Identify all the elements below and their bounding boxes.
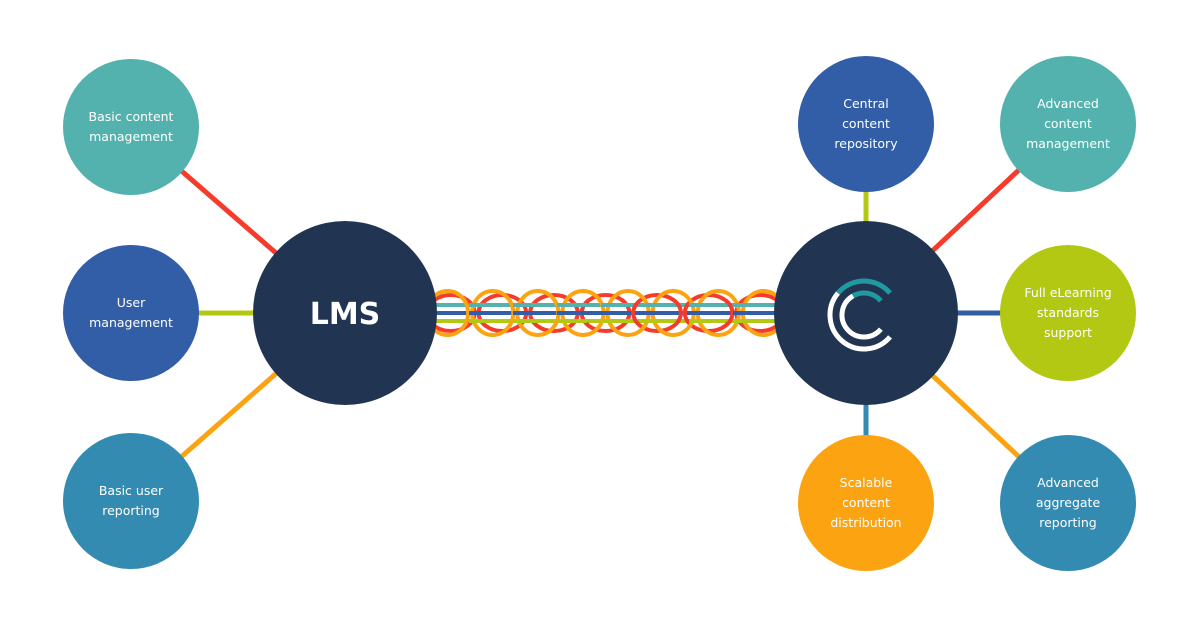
node-label-line: Central <box>843 96 889 111</box>
c-logo-arc <box>836 278 892 295</box>
node-circle <box>1000 56 1136 192</box>
node-label-line: content <box>842 495 890 510</box>
node-label-line: Scalable <box>840 475 893 490</box>
node-label-line: aggregate <box>1036 495 1101 510</box>
hub-lms-label: LMS <box>310 297 381 332</box>
c-logo-arc <box>827 291 892 352</box>
node-circle <box>63 433 199 569</box>
bridge-loop-red <box>631 293 683 333</box>
hub-platform <box>774 221 958 405</box>
node-scalable-content-distribution: Scalable content distribution <box>798 435 934 571</box>
node-label-line: Advanced <box>1037 475 1099 490</box>
hub-lms-circle <box>253 221 437 405</box>
node-user-management: User management <box>63 245 199 381</box>
node-circle <box>1000 245 1136 381</box>
c-logo-arc <box>839 293 883 340</box>
node-label-line: User <box>117 295 146 310</box>
node-circle <box>798 56 934 192</box>
node-label-line: content <box>1044 116 1092 131</box>
node-label-line: repository <box>834 136 898 151</box>
node-advanced-aggregate-reporting: Advanced aggregate reporting <box>1000 435 1136 571</box>
nodes: Basic contentmanagementUsermanagementBas… <box>63 56 1136 571</box>
hubs: LMS <box>253 221 958 405</box>
node-label-line: distribution <box>830 515 901 530</box>
node-label-line: Full eLearning <box>1024 285 1111 300</box>
node-central-content-repository: Central content repository <box>798 56 934 192</box>
node-circle <box>1000 435 1136 571</box>
node-circle <box>63 245 199 381</box>
node-label-line: standards <box>1037 305 1099 320</box>
node-label-line: support <box>1044 325 1092 340</box>
node-label-line: management <box>1026 136 1110 151</box>
node-label-line: management <box>89 315 173 330</box>
node-circle <box>798 435 934 571</box>
hub-lms: LMS <box>253 221 437 405</box>
node-label-line: reporting <box>1039 515 1097 530</box>
c-logo-arc <box>851 290 883 303</box>
node-basic-user-reporting: Basic user reporting <box>63 433 199 569</box>
node-label-line: content <box>842 116 890 131</box>
node-advanced-content-management: Advanced content management <box>1000 56 1136 192</box>
bridge-cable <box>425 289 787 337</box>
node-label-line: Basic content <box>89 109 174 124</box>
node-label-line: management <box>89 129 173 144</box>
node-full-elearning-standards-support: Full eLearning standards support <box>1000 245 1136 381</box>
node-circle <box>63 59 199 195</box>
hub-platform-circle <box>774 221 958 405</box>
node-basic-content-management: Basic content management <box>63 59 199 195</box>
node-label-line: reporting <box>102 503 160 518</box>
c-logo-icon <box>827 278 892 352</box>
node-label-line: Advanced <box>1037 96 1099 111</box>
node-label-line: Basic user <box>99 483 164 498</box>
